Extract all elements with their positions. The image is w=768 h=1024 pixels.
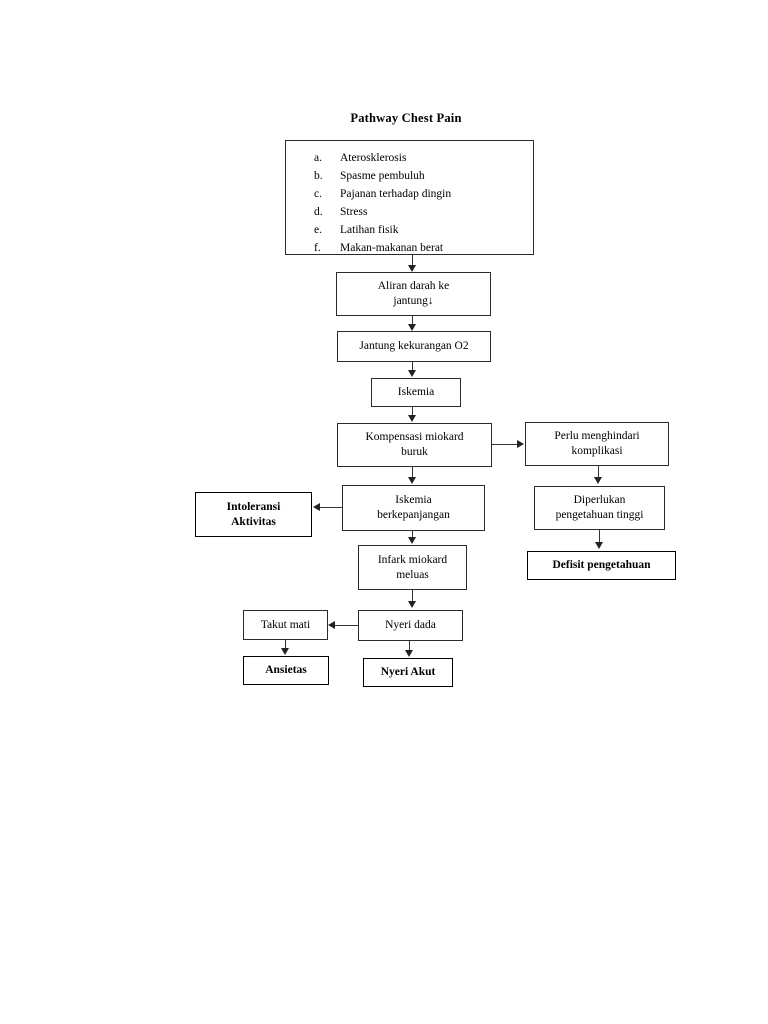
node-label: Diperlukan pengetahuan tinggi [555,494,644,521]
node-label: Kompensasi miokard buruk [365,431,464,458]
node-label: Defisit pengetahuan [552,559,651,571]
node-label: Iskemia berkepanjangan [377,494,450,521]
arrow-down-icon [405,650,413,657]
node-kompensasi-miokard: Kompensasi miokard buruk [337,423,492,467]
node-label: Nyeri dada [385,619,436,631]
list-item-marker: e. [314,224,322,236]
list-item-label: Aterosklerosis [340,152,407,164]
connector-line [409,641,411,651]
arrow-down-icon [408,601,416,608]
list-item-marker: a. [314,152,322,164]
node-aliran-darah: Aliran darah ke jantung↓ [336,272,491,316]
node-iskemia: Iskemia [371,378,461,407]
node-perlu-menghindari: Perlu menghindari komplikasi [525,422,669,466]
list-item: d. Stress [314,203,523,221]
arrow-down-icon [281,648,289,655]
node-jantung-kekurangan-o2: Jantung kekurangan O2 [337,331,491,362]
list-item-marker: c. [314,188,322,200]
page-title: Pathway Chest Pain [350,111,462,125]
connector-line [412,255,414,266]
list-item-marker: f. [314,242,321,254]
list-item-label: Spasme pembuluh [340,170,425,182]
connector-line [412,362,414,371]
connector-line [412,407,414,416]
arrow-right-icon [517,440,524,448]
connector-line [599,530,601,543]
node-label: Iskemia [397,386,435,398]
connector-line [335,625,358,627]
node-label: Takut mati [260,618,311,631]
connector-line [598,466,600,478]
connector-line [320,507,343,509]
node-diperlukan-pengetahuan: Diperlukan pengetahuan tinggi [534,486,665,530]
node-label: Intoleransi Aktivitas [226,500,281,528]
node-infark-miokard: Infark miokard meluas [358,545,467,590]
list-item-marker: b. [314,170,323,182]
connector-line [412,590,414,602]
list-item-label: Makan-makanan berat [340,242,444,254]
list-item-label: Stress [340,206,368,218]
node-nyeri-akut: Nyeri Akut [363,658,453,687]
connector-line [492,444,518,446]
node-takut-mati: Takut mati [243,610,328,640]
list-item: e. Latihan fisik [314,221,523,239]
list-item: b. Spasme pembuluh [314,167,523,185]
arrow-down-icon [595,542,603,549]
connector-line [412,531,414,538]
node-nyeri-dada: Nyeri dada [358,610,463,641]
list-item-label: Pajanan terhadap dingin [340,188,452,200]
node-label: Ansietas [265,664,307,676]
arrow-down-icon [408,370,416,377]
node-label: Jantung kekurangan O2 [359,340,469,352]
arrow-down-icon [408,537,416,544]
node-label: Perlu menghindari komplikasi [554,430,640,457]
arrow-down-icon [594,477,602,484]
node-intoleransi-aktivitas: Intoleransi Aktivitas [195,492,312,537]
list-item: c. Pajanan terhadap dingin [314,185,523,203]
node-defisit-pengetahuan: Defisit pengetahuan [527,551,676,580]
node-iskemia-berkepanjangan: Iskemia berkepanjangan [342,485,485,531]
node-label: Aliran darah ke jantung↓ [377,280,450,307]
arrow-left-icon [313,503,320,511]
arrow-down-icon [408,265,416,272]
connector-line [412,467,414,478]
arrow-down-icon [408,415,416,422]
list-item: f. Makan-makanan berat [314,239,523,257]
list-item: a. Aterosklerosis [314,149,523,167]
connector-line [412,316,414,325]
node-ansietas: Ansietas [243,656,329,685]
etiology-list-box: a. Aterosklerosis b. Spasme pembuluh c. … [285,140,534,255]
list-item-label: Latihan fisik [340,224,399,236]
arrow-down-icon [408,324,416,331]
arrow-left-icon [328,621,335,629]
node-label: Infark miokard meluas [377,553,448,581]
connector-line [285,640,287,649]
node-label: Nyeri Akut [380,666,436,678]
arrow-down-icon [408,477,416,484]
list-item-marker: d. [314,206,323,218]
